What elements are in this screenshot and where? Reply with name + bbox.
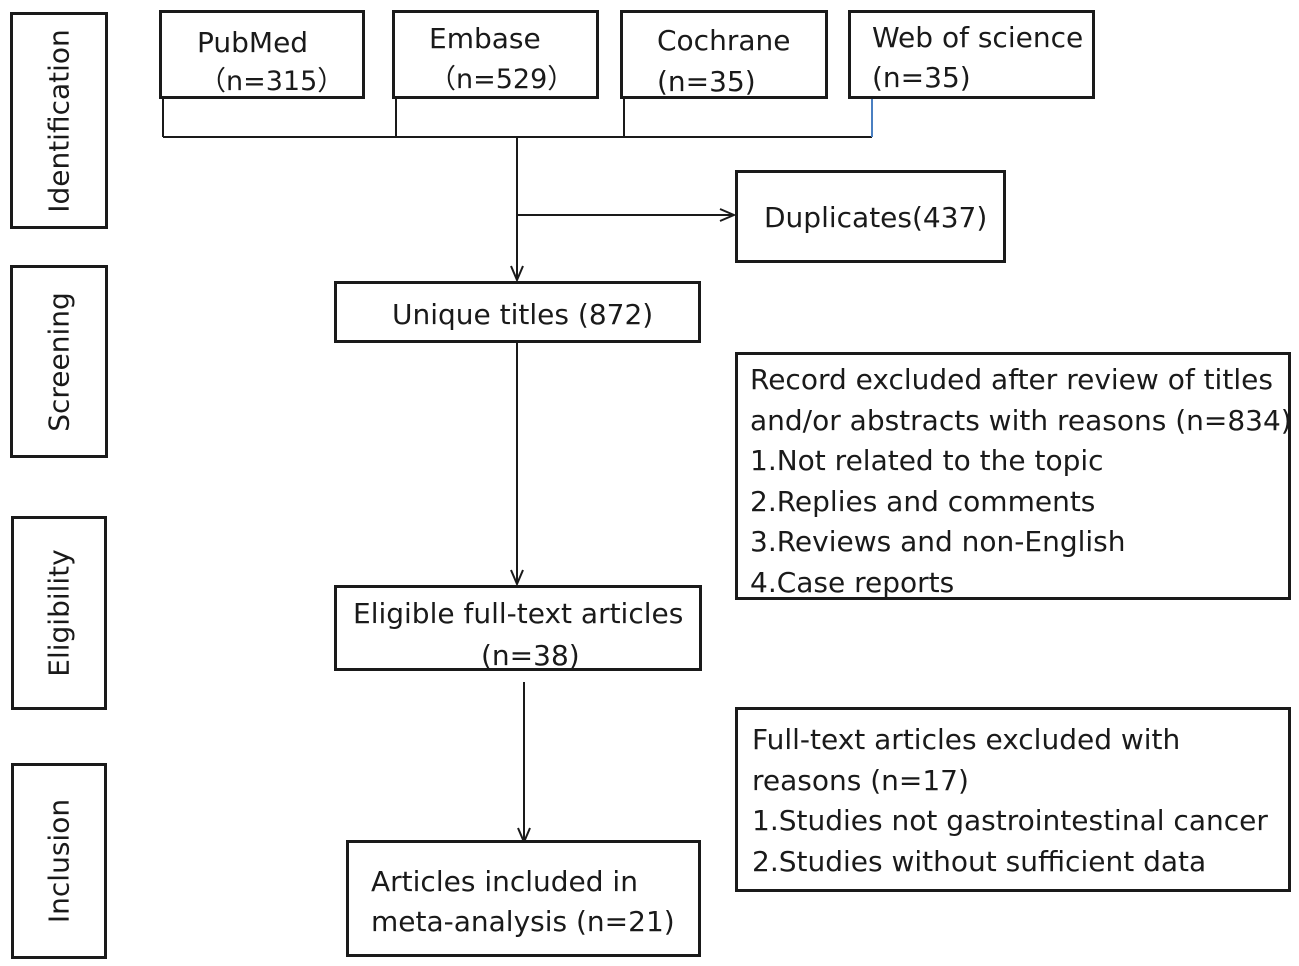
excluded-fulltext-line-1: Full-text articles excluded with — [752, 723, 1181, 756]
stage-identification: Identification — [10, 12, 108, 229]
source-pubmed-count: （n=315） — [199, 66, 345, 97]
excluded-fulltext-text: Full-text articles excluded with reasons… — [752, 720, 1268, 882]
eligible-text-line-1: Eligible full-text articles — [353, 597, 684, 630]
excluded-screening-line-6: 4.Case reports — [750, 565, 955, 599]
excluded-fulltext-line-3: 1.Studies not gastrointestinal cancer — [752, 804, 1268, 837]
included-box: Articles included in meta-analysis (n=21… — [346, 840, 701, 957]
source-pubmed-box: PubMed （n=315） — [159, 10, 365, 99]
duplicates-box: Duplicates(437) — [735, 170, 1006, 263]
included-text-line-1: Articles included in — [371, 865, 638, 898]
excluded-fulltext-line-4: 2.Studies without sufficient data — [752, 844, 1207, 878]
excluded-fulltext-line-2: reasons (n=17) — [752, 763, 969, 797]
source-pubmed-name: PubMed — [197, 26, 309, 59]
source-wos-name: Web of science — [872, 21, 1084, 54]
excluded-fulltext-box: Full-text articles excluded with reasons… — [735, 707, 1291, 892]
unique-titles-text: Unique titles (872) — [392, 298, 654, 331]
source-cochrane-name: Cochrane — [657, 24, 791, 57]
excluded-screening-line-5: 3.Reviews and non-English — [750, 525, 1126, 558]
source-embase-box: Embase （n=529） — [392, 10, 599, 99]
source-embase-count: （n=529） — [429, 64, 575, 95]
source-cochrane-count: (n=35) — [657, 65, 756, 98]
eligible-box: Eligible full-text articles (n=38) — [334, 585, 702, 671]
stage-eligibility: Eligibility — [11, 516, 107, 710]
source-embase-name: Embase — [429, 22, 541, 55]
excluded-screening-line-4: 2.Replies and comments — [750, 484, 1096, 518]
included-text-line-2: meta-analysis (n=21) — [371, 905, 675, 938]
source-wos-box: Web of science (n=35) — [848, 10, 1095, 99]
unique-titles-box: Unique titles (872) — [334, 281, 701, 343]
excluded-screening-line-3: 1.Not related to the topic — [750, 444, 1104, 477]
source-wos-count: (n=35) — [872, 61, 971, 94]
stage-screening: Screening — [10, 265, 108, 458]
source-cochrane-box: Cochrane (n=35) — [620, 10, 828, 99]
stage-inclusion: Inclusion — [11, 763, 107, 959]
excluded-screening-text: Record excluded after review of titles a… — [750, 360, 1292, 603]
eligible-text-line-2: (n=38) — [481, 639, 580, 672]
duplicates-text: Duplicates(437) — [764, 201, 988, 234]
excluded-screening-box: Record excluded after review of titles a… — [735, 352, 1292, 603]
excluded-screening-line-1: Record excluded after review of titles — [750, 363, 1273, 396]
excluded-screening-line-2: and/or abstracts with reasons (n=834) — [750, 403, 1292, 437]
